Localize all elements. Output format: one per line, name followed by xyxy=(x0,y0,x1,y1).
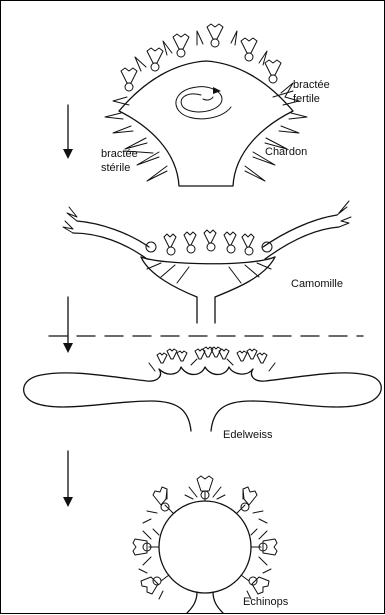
label-echinops: Echinops xyxy=(243,596,289,608)
edelweiss-diagram xyxy=(24,347,382,431)
label-bract-sterile-2: stérile xyxy=(101,162,130,174)
label-chardon: Chardon xyxy=(265,146,307,158)
label-bract-fertile-2: fertile xyxy=(293,93,320,105)
label-bract-sterile-1: bractée xyxy=(101,148,138,160)
label-edelweiss: Edelweiss xyxy=(223,429,273,441)
echinops-diagram xyxy=(133,476,277,613)
arrow-1 xyxy=(63,105,73,159)
camomille-diagram xyxy=(63,201,351,323)
arrow-2 xyxy=(63,297,73,353)
arrow-3 xyxy=(63,451,73,507)
label-bract-fertile-1: bractée xyxy=(293,79,330,91)
label-camomille: Camomille xyxy=(291,278,343,290)
chardon-diagram xyxy=(105,24,307,186)
